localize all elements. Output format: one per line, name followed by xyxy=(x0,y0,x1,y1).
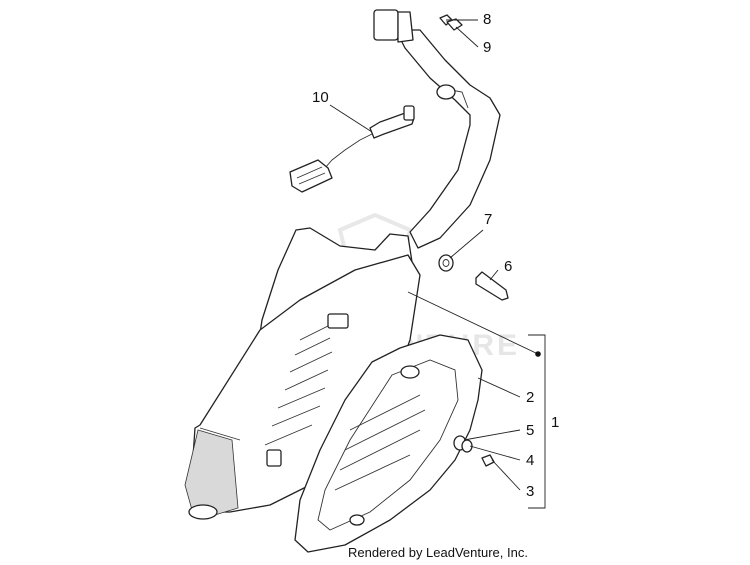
callout-3: 3 xyxy=(526,483,534,500)
render-credit: Rendered by LeadVenture, Inc. xyxy=(348,545,528,560)
callout-4: 4 xyxy=(526,452,534,469)
part-10-lambda-sensor xyxy=(289,105,415,193)
callout-labels: 8 9 10 7 6 2 1 5 4 3 xyxy=(312,11,559,500)
muffler-fins xyxy=(264,324,333,446)
part-2-heat-shield xyxy=(294,334,483,553)
exhaust-header-pipe xyxy=(373,9,501,249)
muffler-body xyxy=(184,227,421,520)
callout-7: 7 xyxy=(484,211,492,228)
group-dot xyxy=(535,351,541,357)
part-7-washer xyxy=(438,254,454,272)
callout-1: 1 xyxy=(551,414,559,431)
part-4-grommet xyxy=(461,439,473,453)
part-9-washer xyxy=(446,18,463,31)
callout-6: 6 xyxy=(504,258,512,275)
callout-9: 9 xyxy=(483,39,491,56)
callout-8: 8 xyxy=(483,11,491,28)
callout-2: 2 xyxy=(526,389,534,406)
callout-10: 10 xyxy=(312,89,329,106)
part-6-bolt xyxy=(475,271,509,301)
callout-5: 5 xyxy=(526,422,534,439)
leader-lines xyxy=(329,19,546,509)
